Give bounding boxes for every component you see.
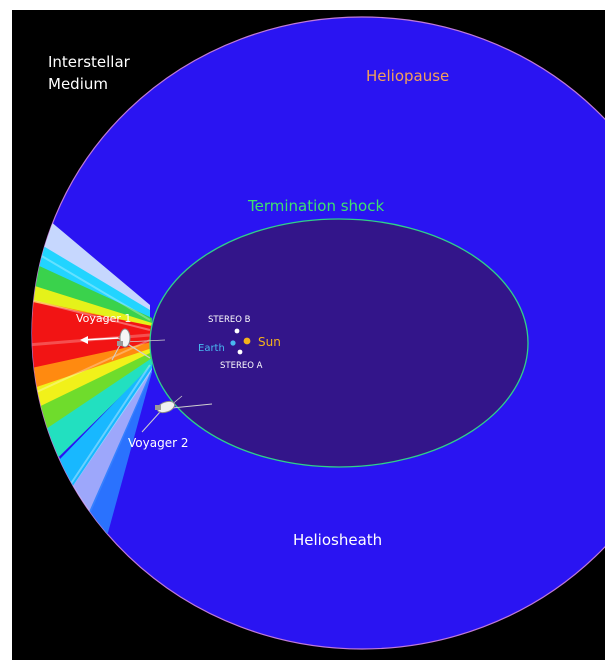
termination-shock-region: [149, 218, 529, 468]
voyager1-label: Voyager 1: [76, 312, 131, 325]
stereo-a-marker: [237, 349, 243, 355]
heliosheath-label: Heliosheath: [293, 531, 382, 549]
interstellar-label-line1: Interstellar: [48, 53, 131, 71]
sun-label: Sun: [258, 335, 281, 349]
termination-shock-label: Termination shock: [247, 197, 384, 215]
voyager1-spacecraft: [80, 328, 166, 361]
voyager2-label: Voyager 2: [128, 436, 188, 450]
stereo-b-marker: [234, 328, 240, 334]
earth-marker: [230, 340, 236, 346]
voyager2-spacecraft: [141, 395, 213, 433]
stereo-b-label: STEREO B: [208, 315, 251, 325]
sun-marker: [243, 337, 251, 345]
stereo-a-label: STEREO A: [220, 361, 263, 371]
heliopause-label: Heliopause: [366, 67, 449, 85]
interstellar-label-line2: Medium: [48, 75, 108, 93]
earth-label: Earth: [198, 343, 225, 354]
